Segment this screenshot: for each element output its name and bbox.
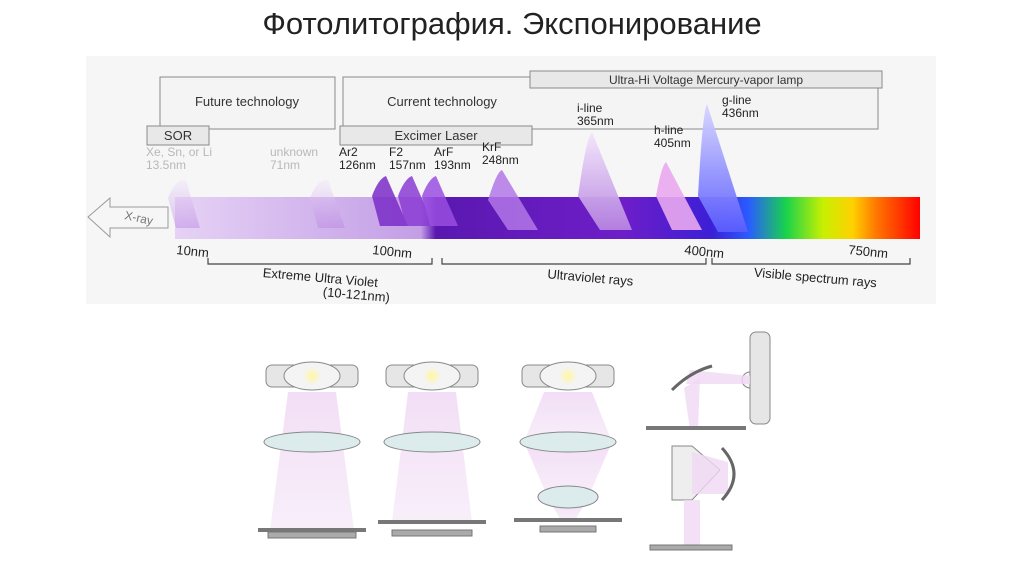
- tick-label-1: 100nm: [372, 242, 413, 261]
- wafer: [539, 525, 597, 533]
- peak-126nm: [372, 176, 408, 226]
- source-name-0: Xe, Sn, or Li: [146, 145, 212, 159]
- source-wavelength-8: 436nm: [722, 106, 759, 120]
- lamp-glow: [559, 367, 577, 385]
- source-name-8: g-line: [722, 93, 752, 107]
- peak-157nm: [398, 176, 434, 226]
- tick-label-3: 750nm: [848, 242, 889, 261]
- source-name-6: i-line: [577, 101, 603, 115]
- reflecting-mirror: [670, 364, 713, 392]
- source-labels: Xe, Sn, or Li 13.5nm unknown 71nm Ar2 12…: [146, 93, 759, 172]
- wafer: [391, 529, 473, 537]
- xray-label: X-ray: [123, 208, 154, 228]
- light-beam-horizontal: [686, 370, 750, 384]
- wafer: [649, 544, 733, 551]
- light-beam-down: [684, 378, 700, 430]
- peak-436nm: [698, 104, 748, 232]
- future-technology-box: [159, 76, 336, 130]
- range-braces: [207, 258, 911, 265]
- source-name-7: h-line: [654, 123, 684, 137]
- spectrum-band: [175, 197, 920, 239]
- condenser-lens: [263, 431, 361, 453]
- condenser-lens: [383, 431, 481, 453]
- source-name-3: F2: [389, 145, 403, 159]
- source-wavelength-2: 126nm: [339, 158, 376, 172]
- tick-label-2: 400nm: [684, 242, 725, 261]
- light-beam-bottom: [684, 500, 700, 546]
- source-name-1: unknown: [270, 145, 318, 159]
- light-beam-middle: [524, 442, 612, 498]
- current-technology-label: Current technology: [387, 94, 497, 109]
- peak-13nm: [168, 179, 200, 228]
- source-wavelength-6: 365nm: [577, 114, 614, 128]
- exposure-scheme-projection: [514, 361, 622, 533]
- source-name-4: ArF: [434, 145, 453, 159]
- sor-label: SOR: [164, 128, 192, 143]
- lamp-housing-vertical: [749, 331, 771, 425]
- light-beam-upper: [524, 392, 612, 442]
- source-wavelength-1: 71nm: [270, 158, 300, 172]
- photomask: [646, 426, 746, 430]
- sor-box: [146, 125, 210, 146]
- source-wavelength-0: 13.5nm: [146, 158, 186, 172]
- source-name-2: Ar2: [339, 145, 358, 159]
- concave-mirror: [720, 446, 736, 502]
- source-wavelength-5: 248nm: [482, 153, 519, 167]
- exposure-scheme-contact: [258, 361, 366, 539]
- source-wavelength-7: 405nm: [654, 136, 691, 150]
- euv-brace: [207, 258, 433, 265]
- photomask: [514, 518, 622, 522]
- lamp-glow: [423, 367, 441, 385]
- photomask: [378, 520, 486, 524]
- page-title: Фотолитография. Экспонирование: [262, 6, 762, 41]
- light-beam-folded: [692, 452, 728, 494]
- peak-193nm: [422, 176, 458, 226]
- uv-brace: [441, 258, 707, 265]
- exposure-scheme-reflective: [646, 331, 771, 551]
- emission-peaks: [168, 104, 748, 232]
- peak-248nm: [488, 170, 538, 230]
- xray-arrow: [87, 196, 169, 239]
- exposure-scheme-proximity: [378, 361, 486, 537]
- lamp-glow: [303, 367, 321, 385]
- source-name-5: KrF: [482, 140, 501, 154]
- euv-range-label: (10-121nm): [322, 284, 390, 305]
- mercury-lamp-label: Ultra-Hi Voltage Mercury-vapor lamp: [609, 73, 803, 87]
- source-wavelength-3: 157nm: [389, 158, 426, 172]
- excimer-laser-label: Excimer Laser: [394, 128, 478, 143]
- light-beam: [392, 392, 472, 522]
- wafer: [267, 531, 357, 539]
- future-technology-label: Future technology: [195, 94, 300, 109]
- source-wavelength-4: 193nm: [434, 158, 471, 172]
- visible-brace: [711, 258, 911, 265]
- projection-lens: [537, 485, 599, 509]
- mercury-lamp-box: [529, 70, 883, 89]
- light-beam: [270, 392, 354, 530]
- peak-405nm: [656, 162, 702, 230]
- peak-365nm: [578, 132, 632, 230]
- tick-label-0: 10nm: [176, 242, 210, 260]
- condenser-lens: [519, 431, 617, 453]
- excimer-laser-box: [339, 125, 533, 146]
- mask-wafer-stack: [258, 528, 366, 532]
- axis-ticks: 10nm 100nm 400nm 750nm: [176, 242, 889, 261]
- peak-71nm: [310, 179, 345, 228]
